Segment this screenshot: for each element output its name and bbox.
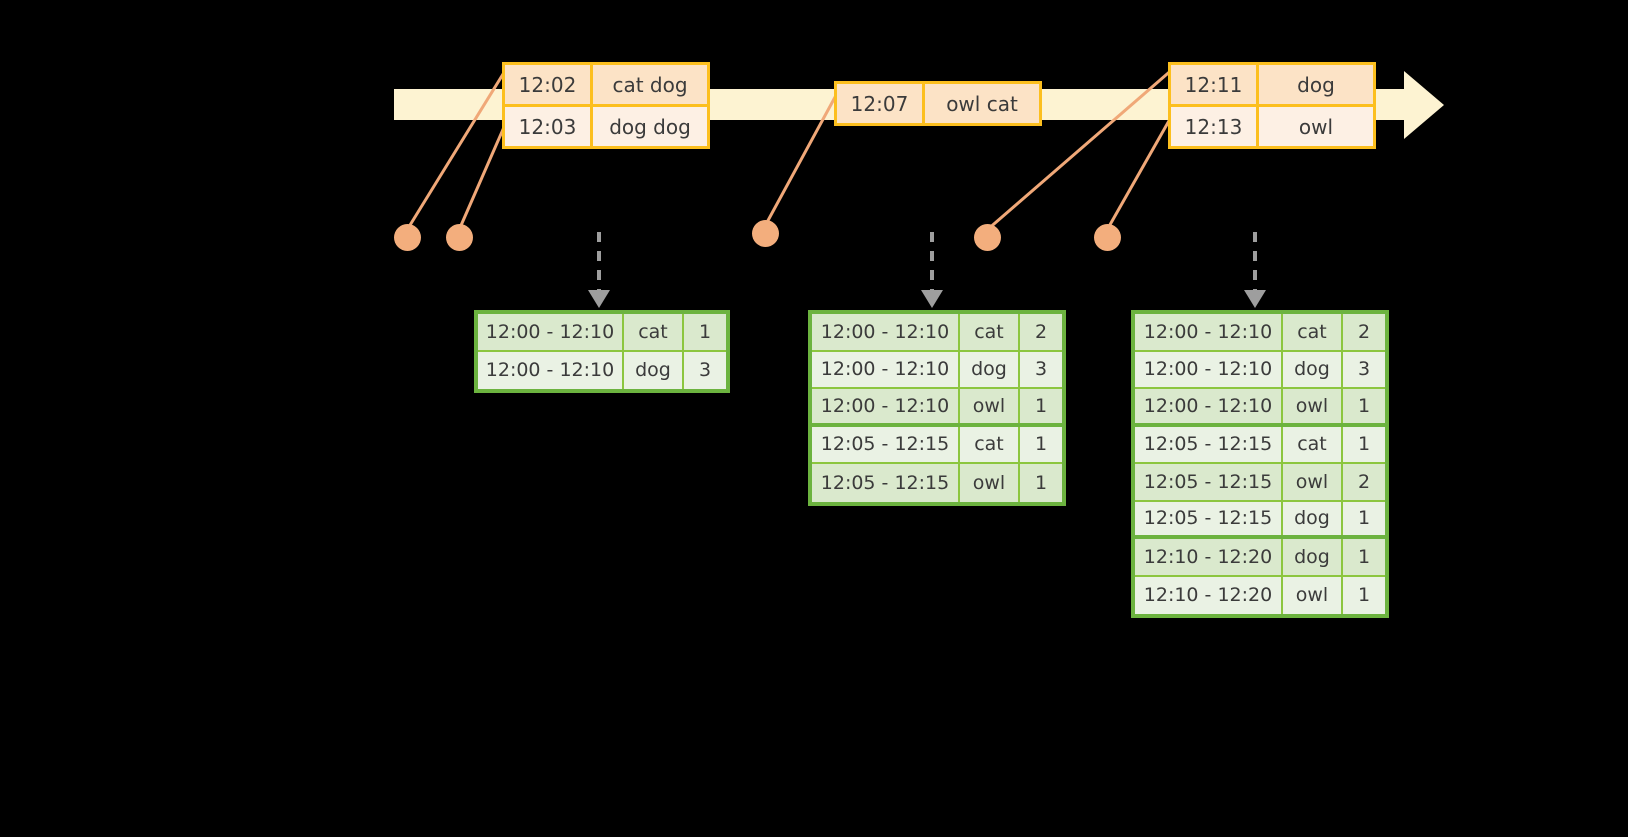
- cell-word: cat: [1283, 314, 1343, 350]
- cell-count: 1: [698, 320, 712, 343]
- cell-window: 12:00 - 12:10: [478, 314, 624, 350]
- cell-count: 2: [1034, 320, 1048, 343]
- cell-word: owl: [960, 389, 1020, 423]
- cell-window: 12:00 - 12:10: [1135, 351, 1283, 387]
- cell-word: owl: [1283, 576, 1343, 614]
- connector-line-5: [1105, 111, 1176, 231]
- cell-count: 3: [698, 359, 712, 382]
- event-row: 12:11 dog: [1171, 65, 1373, 104]
- cell-word: cat: [960, 314, 1020, 350]
- marker-dot-5: [1094, 224, 1121, 251]
- cell-word: cat: [624, 314, 684, 350]
- cell-count: 1: [1034, 394, 1048, 417]
- event-words: owl cat: [946, 91, 1018, 116]
- cell-window: 12:05 - 12:15: [812, 426, 960, 462]
- cell-window: 12:10 - 12:20: [1135, 539, 1283, 575]
- cell-window: 12:00 - 12:10: [812, 389, 960, 423]
- event-time: 12:02: [505, 65, 593, 104]
- cell-word: dog: [1283, 501, 1343, 535]
- event-words: cat dog: [612, 72, 688, 97]
- cell-count: 1: [1357, 433, 1371, 456]
- marker-dot-4: [974, 224, 1001, 251]
- event-row: 12:02 cat dog: [505, 65, 707, 104]
- connector-line-2: [457, 117, 510, 231]
- cell-count: 1: [1034, 471, 1048, 494]
- cell-window: 12:00 - 12:10: [1135, 314, 1283, 350]
- event-time: 12:13: [1171, 107, 1259, 146]
- cell-count: 1: [1357, 507, 1371, 530]
- event-time: 12:11: [1171, 65, 1259, 104]
- cell-word: dog: [624, 351, 684, 389]
- event-time: 12:07: [837, 84, 925, 123]
- event-time: 12:03: [505, 107, 593, 146]
- flow-arrow-3-head: [1244, 290, 1266, 308]
- cell-window: 12:00 - 12:10: [812, 351, 960, 387]
- event-row: 12:13 owl: [1171, 104, 1373, 146]
- marker-dot-3: [752, 220, 779, 247]
- cell-window: 12:00 - 12:10: [812, 314, 960, 350]
- cell-word: dog: [1283, 351, 1343, 387]
- marker-dot-2: [446, 224, 473, 251]
- cell-count: 2: [1357, 320, 1371, 343]
- marker-dot-1: [394, 224, 421, 251]
- cell-count: 1: [1034, 433, 1048, 456]
- flow-arrow-1-head: [588, 290, 610, 308]
- event-box-2: 12:07 owl cat: [834, 81, 1042, 126]
- event-row: 12:07 owl cat: [837, 84, 1039, 123]
- flow-arrow-2-head: [921, 290, 943, 308]
- event-box-3: 12:11 dog 12:13 owl: [1168, 62, 1376, 149]
- cell-window: 12:05 - 12:15: [1135, 501, 1283, 535]
- cell-window: 12:10 - 12:20: [1135, 576, 1283, 614]
- cell-window: 12:00 - 12:10: [478, 351, 624, 389]
- cell-window: 12:05 - 12:15: [1135, 426, 1283, 462]
- cell-window: 12:05 - 12:15: [812, 464, 960, 502]
- cell-count: 3: [1034, 358, 1048, 381]
- cell-word: cat: [960, 426, 1020, 462]
- cell-window: 12:00 - 12:10: [1135, 389, 1283, 423]
- cell-word: owl: [1283, 389, 1343, 423]
- cell-word: owl: [960, 464, 1020, 502]
- timeline-arrow-icon: [1404, 71, 1444, 139]
- cell-window: 12:05 - 12:15: [1135, 464, 1283, 500]
- cell-word: cat: [1283, 426, 1343, 462]
- event-words: dog: [1297, 72, 1335, 97]
- cell-count: 1: [1357, 545, 1371, 568]
- cell-count: 1: [1357, 394, 1371, 417]
- cell-word: owl: [1283, 464, 1343, 500]
- cell-word: dog: [1283, 539, 1343, 575]
- cell-count: 1: [1357, 584, 1371, 607]
- cell-count: 2: [1357, 470, 1371, 493]
- cell-count: 3: [1357, 358, 1371, 381]
- event-box-1: 12:02 cat dog 12:03 dog dog: [502, 62, 710, 149]
- event-words: owl: [1298, 114, 1334, 139]
- event-row: 12:03 dog dog: [505, 104, 707, 146]
- cell-word: dog: [960, 351, 1020, 387]
- event-words: dog dog: [609, 114, 691, 139]
